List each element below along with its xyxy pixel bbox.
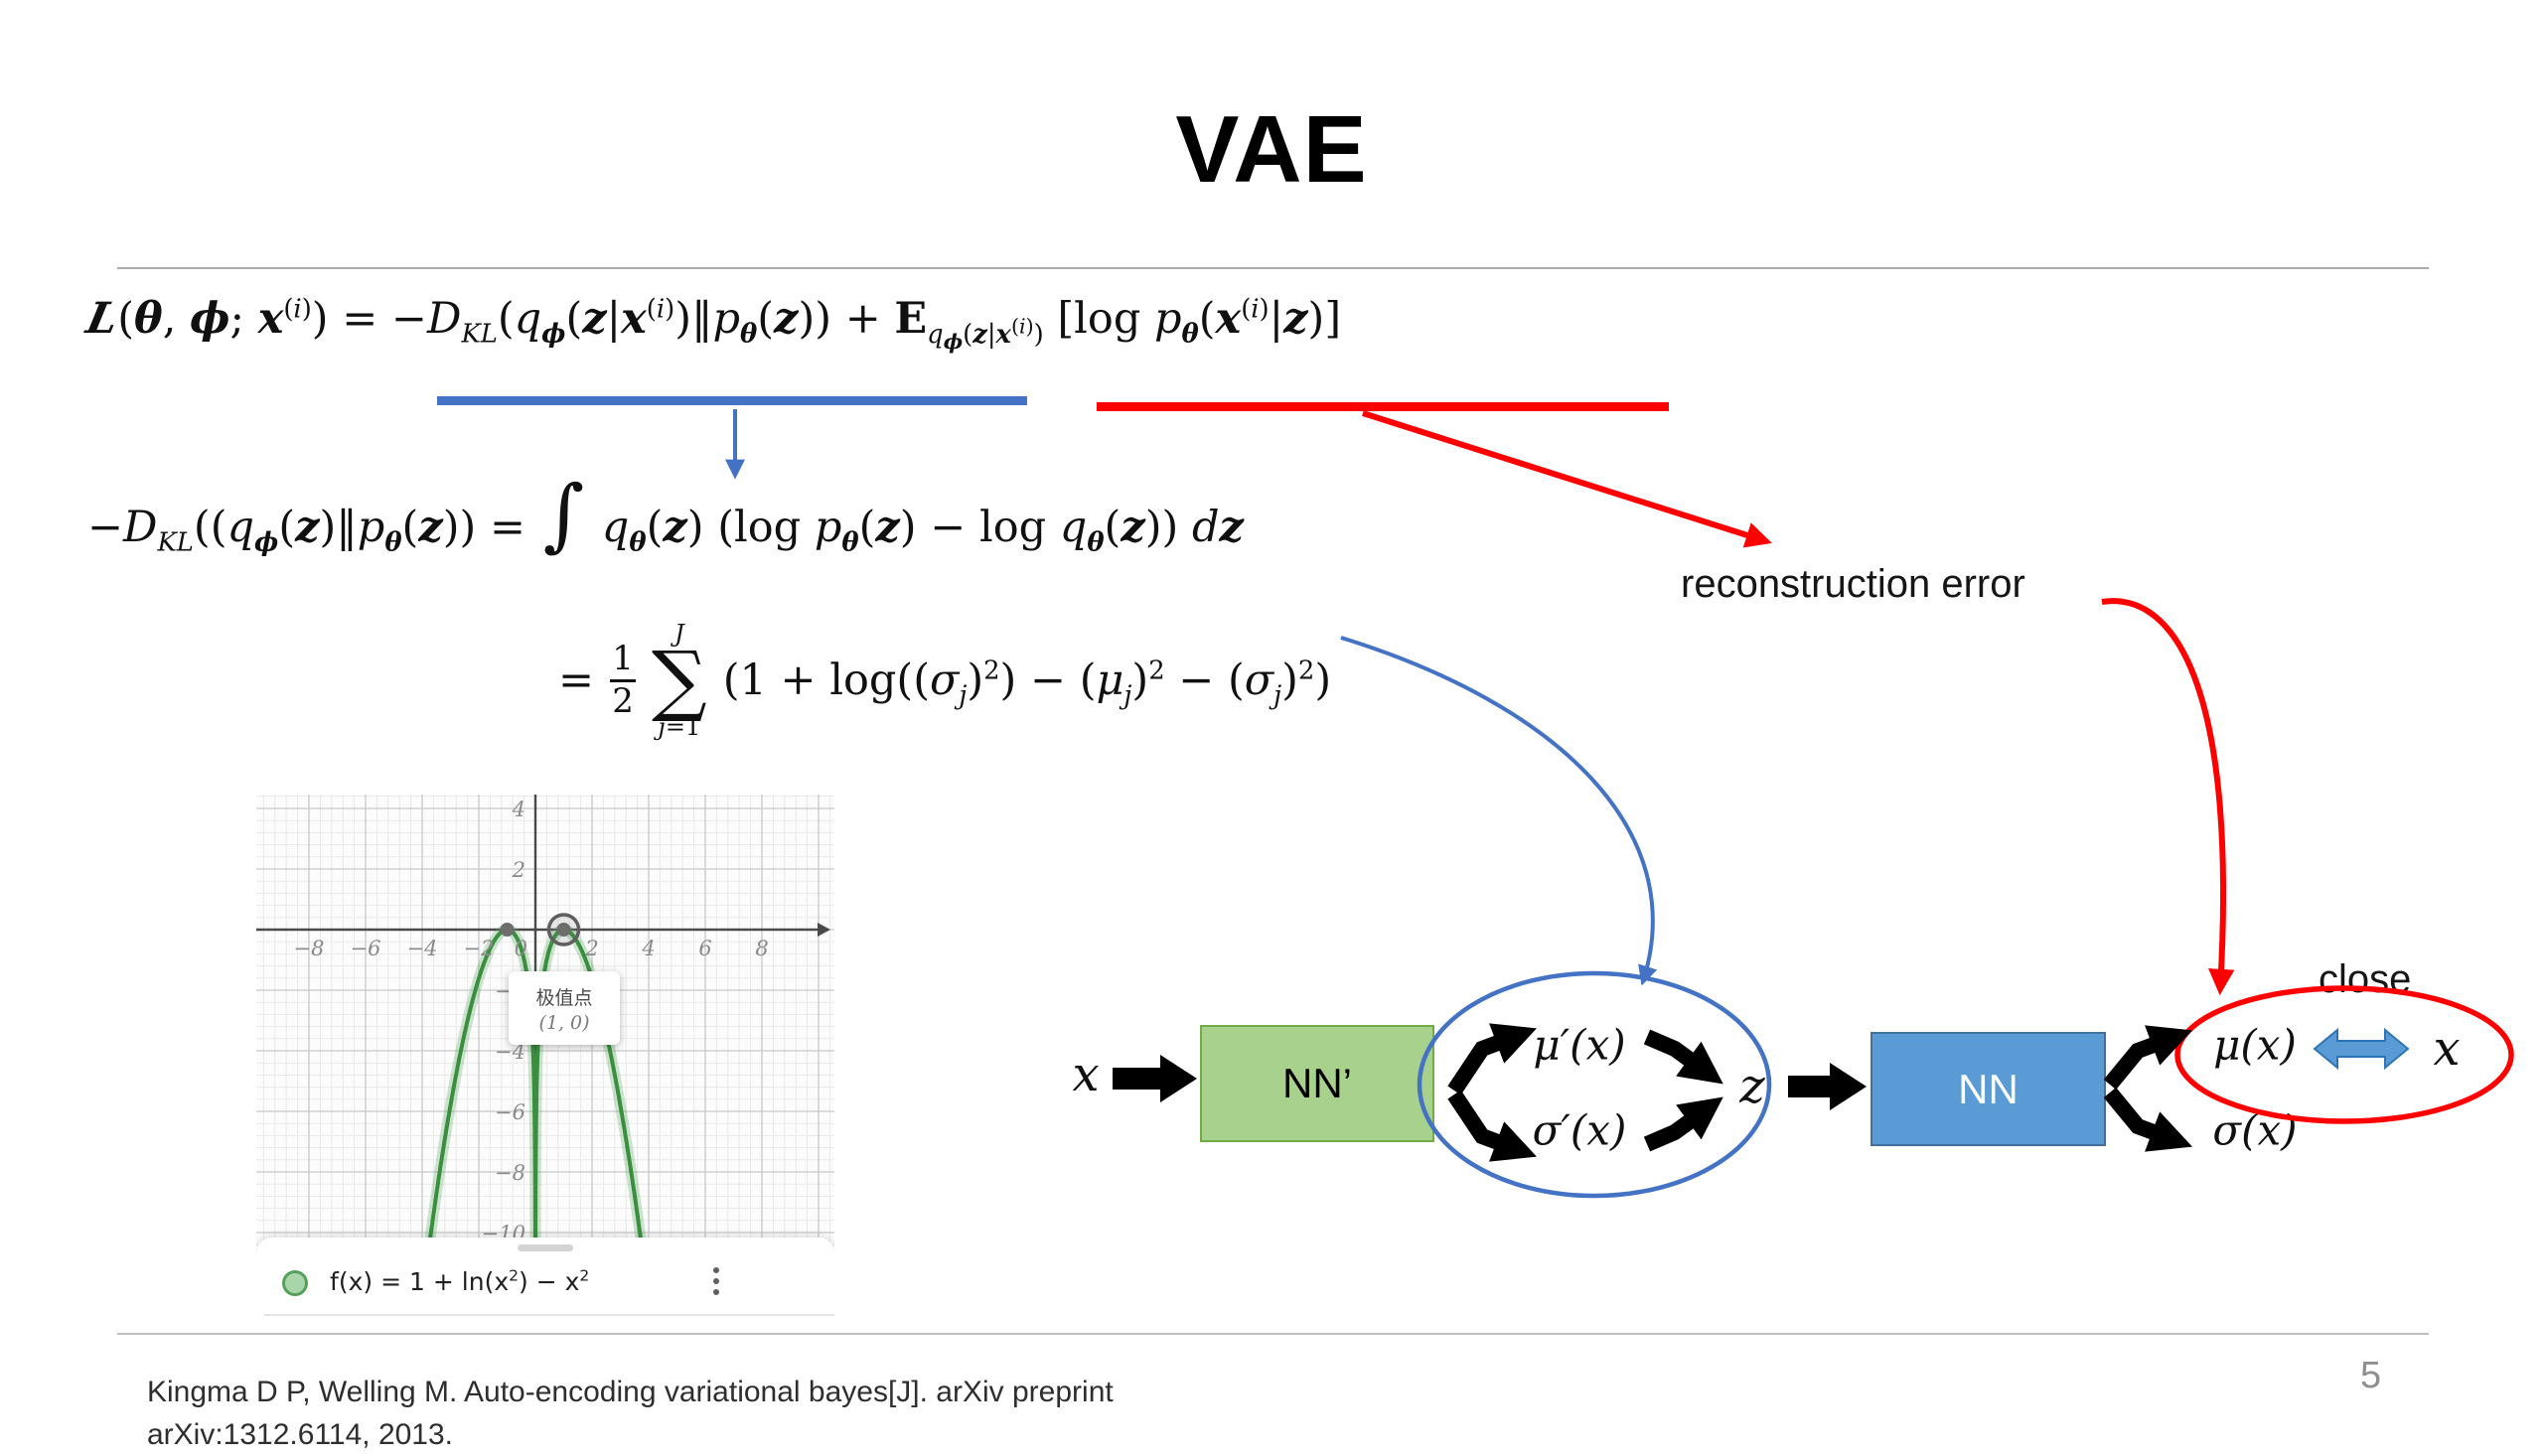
axis-tick-label: −4 [407,937,438,960]
mu-to-z-arrow [1643,1029,1723,1085]
decoder-nn-label: NN [1958,1065,2019,1112]
mu-x-double-arrow [2313,1027,2410,1071]
kl-term-underline [437,396,1027,405]
axis-tick-label: 0 [515,937,527,960]
extremum-tooltip: 极值点 (1, 0) [509,971,620,1045]
encoder-nn-box: NN’ [1200,1025,1434,1142]
mu-label: μ(x) [2213,1020,2297,1070]
mu-prime-label: μ′(x) [1533,1020,1626,1070]
citation-line-1: Kingma D P, Welling M. Auto-encoding var… [147,1376,1114,1408]
sigma-prime-label: σ′(x) [1532,1105,1627,1155]
decoder-nn-box: NN [1870,1032,2106,1146]
reconstruction-term-underline [1097,402,1669,411]
latent-params-ellipse [1417,970,1772,1199]
kebab-menu-icon[interactable] [711,1265,721,1297]
function-color-swatch[interactable] [282,1270,308,1296]
x-to-encoder-arrow [1113,1055,1197,1102]
axis-tick-label: 2 [584,937,598,960]
axis-tick-label: 6 [698,937,711,960]
title-divider [117,267,2429,269]
equals-sign: = [558,655,595,706]
axis-tick-label: 2 [512,858,525,882]
encoder-nn-label: NN’ [1282,1060,1352,1106]
encoder-to-mu-arrow [1447,1023,1538,1095]
z-to-decoder-arrow [1788,1063,1867,1110]
axis-tick-label: −2 [464,937,495,960]
summand: (1 + log((σj)2) − (μj)2 − (σj)2) [722,655,1332,711]
extremum-point[interactable] [556,923,571,937]
sigma-label: σ(x) [2212,1105,2298,1155]
axis-tick-label: 4 [512,798,525,821]
sigma-to-z-arrow [1643,1096,1723,1152]
axis-tick-label: −8 [495,1161,525,1185]
drag-handle[interactable] [518,1244,573,1251]
decoder-to-mu-arrow [2103,1025,2193,1091]
latent-z-label: z [1739,1059,1765,1114]
decoder-to-sigma-arrow [2103,1087,2193,1152]
axis-tick-label: −8 [294,937,325,960]
citation-line-2: arXiv:1312.6114, 2013. [147,1418,454,1451]
kl-curve-arrow [1340,636,1658,986]
reconstruction-curve-arrow [2101,598,2235,996]
citation: Kingma D P, Welling M. Auto-encoding var… [147,1371,1114,1456]
extremum-tooltip-title: 极值点 [535,987,593,1009]
page-number: 5 [2360,1355,2382,1396]
close-label: close [2319,957,2412,1001]
formula-kl-integral: −DKL((qϕ(z)‖pθ(z)) = ∫ qθ(z) (log pθ(z) … [87,468,1244,560]
expression-separator [264,1314,834,1316]
function-curve [427,928,644,1243]
reconstruction-diagonal-arrow [1362,410,1772,548]
page-title: VAE [1175,96,1368,203]
function-expression: f(x) = 1 + ln(x2) − x2 [330,1266,590,1296]
axis-tick-label: −6 [495,1100,525,1124]
summation-symbol: J ∑ j=1 [652,620,707,742]
output-x-label: x [2433,1021,2461,1077]
input-x-label: x [1072,1047,1100,1102]
axis-tick-label: 8 [755,937,768,960]
axis-tick-label: 4 [641,937,655,960]
axis-tick-label: −6 [351,937,381,960]
formula-kl-closed-form: = 1 2 J ∑ j=1 (1 + log((σj)2) − (μj)2 − … [558,622,1331,739]
extremum-point[interactable] [500,923,515,937]
extremum-tooltip-value: (1, 0) [538,1011,590,1034]
reconstruction-error-label: reconstruction error [1681,562,2025,606]
expression-list-panel: f(x) = 1 + ln(x2) − x2 [256,1238,834,1331]
one-half-fraction: 1 2 [610,641,637,719]
encoder-to-sigma-arrow [1447,1090,1538,1162]
footer-divider [117,1333,2429,1335]
formula-elbo: L(θ, ϕ; x(i)) = −DKL(qϕ(z|x(i))‖pθ(z)) +… [81,294,1342,354]
